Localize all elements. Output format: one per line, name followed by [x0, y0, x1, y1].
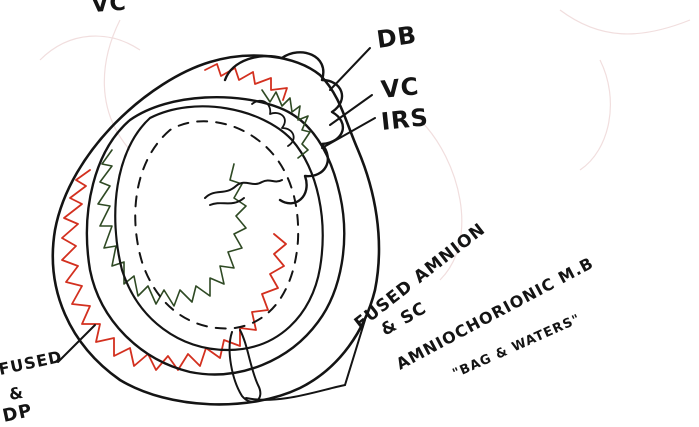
label-left-dp: DP: [1, 400, 35, 427]
embryo-squiggle: [205, 180, 282, 198]
leader-db: [330, 48, 370, 90]
label-db: DB: [375, 21, 419, 54]
embryo-squiggle-2: [210, 198, 244, 205]
connecting-stalk-loop: [230, 330, 261, 402]
label-irs: IRS: [380, 103, 430, 136]
decidua-red-layer: [62, 170, 286, 370]
label-top-fragment: VC: [91, 0, 128, 18]
leader-fused-left: [58, 325, 95, 362]
label-vc: VC: [380, 72, 421, 104]
label-left-fused: FUSED: [0, 347, 64, 379]
